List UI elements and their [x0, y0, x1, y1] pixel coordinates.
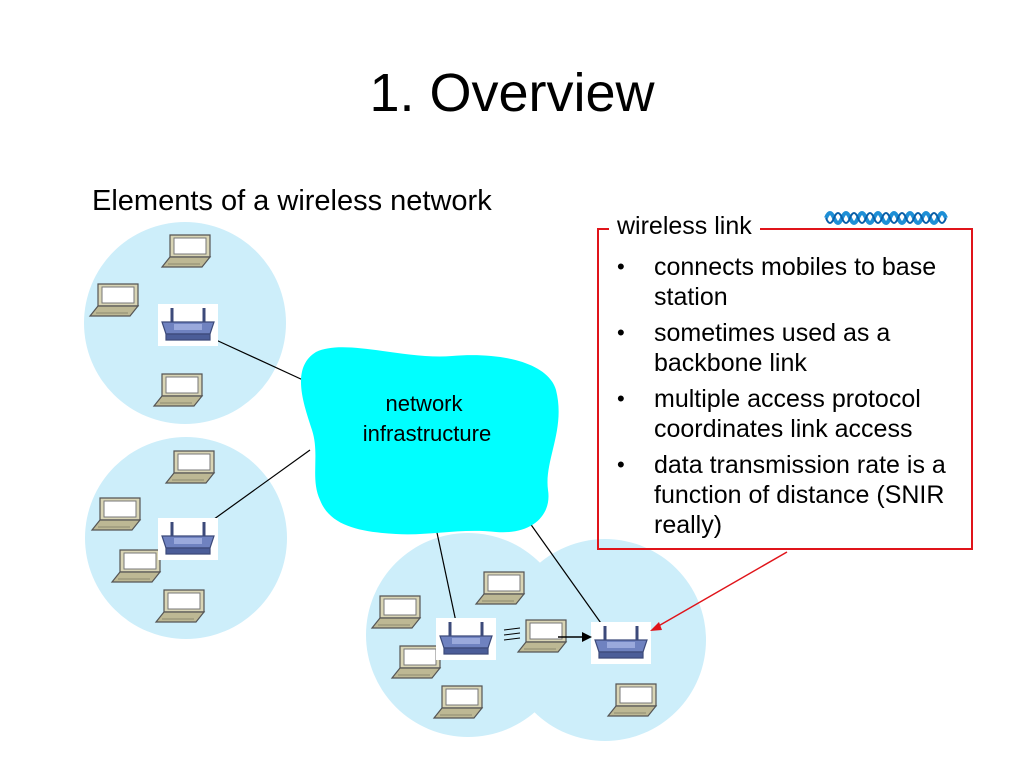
- list-item: connects mobiles to base station: [617, 252, 973, 312]
- base-station-icon: [156, 302, 220, 348]
- list-item: sometimes used as a backbone link: [617, 318, 973, 378]
- wireless-link-icon: [824, 211, 948, 225]
- cloud-label-line1: network: [385, 391, 463, 416]
- list-item: data transmission rate is a function of …: [617, 450, 973, 540]
- base-station-icon: [156, 516, 220, 562]
- base-station-icon: [589, 620, 653, 666]
- slide-title: 1. Overview: [369, 63, 655, 123]
- backbone-link-2: [209, 449, 311, 523]
- callout-bullet-list: connects mobiles to base station sometim…: [617, 252, 973, 546]
- backbone-link-1: [215, 339, 304, 381]
- motion-lines: [503, 627, 521, 641]
- list-item: multiple access protocol coordinates lin…: [617, 384, 973, 444]
- callout-pointer-arrowhead: [650, 622, 662, 631]
- cloud-label-line2: infrastructure: [363, 421, 491, 446]
- network-infrastructure-cloud: [300, 347, 559, 535]
- base-station-icon: [434, 616, 498, 662]
- handoff-arrowhead: [582, 632, 592, 642]
- backbone-link-4: [521, 511, 604, 627]
- backbone-link-3: [435, 527, 457, 623]
- callout-heading: wireless link: [609, 212, 760, 241]
- slide-subtitle: Elements of a wireless network: [92, 185, 492, 217]
- callout-pointer: [654, 551, 788, 629]
